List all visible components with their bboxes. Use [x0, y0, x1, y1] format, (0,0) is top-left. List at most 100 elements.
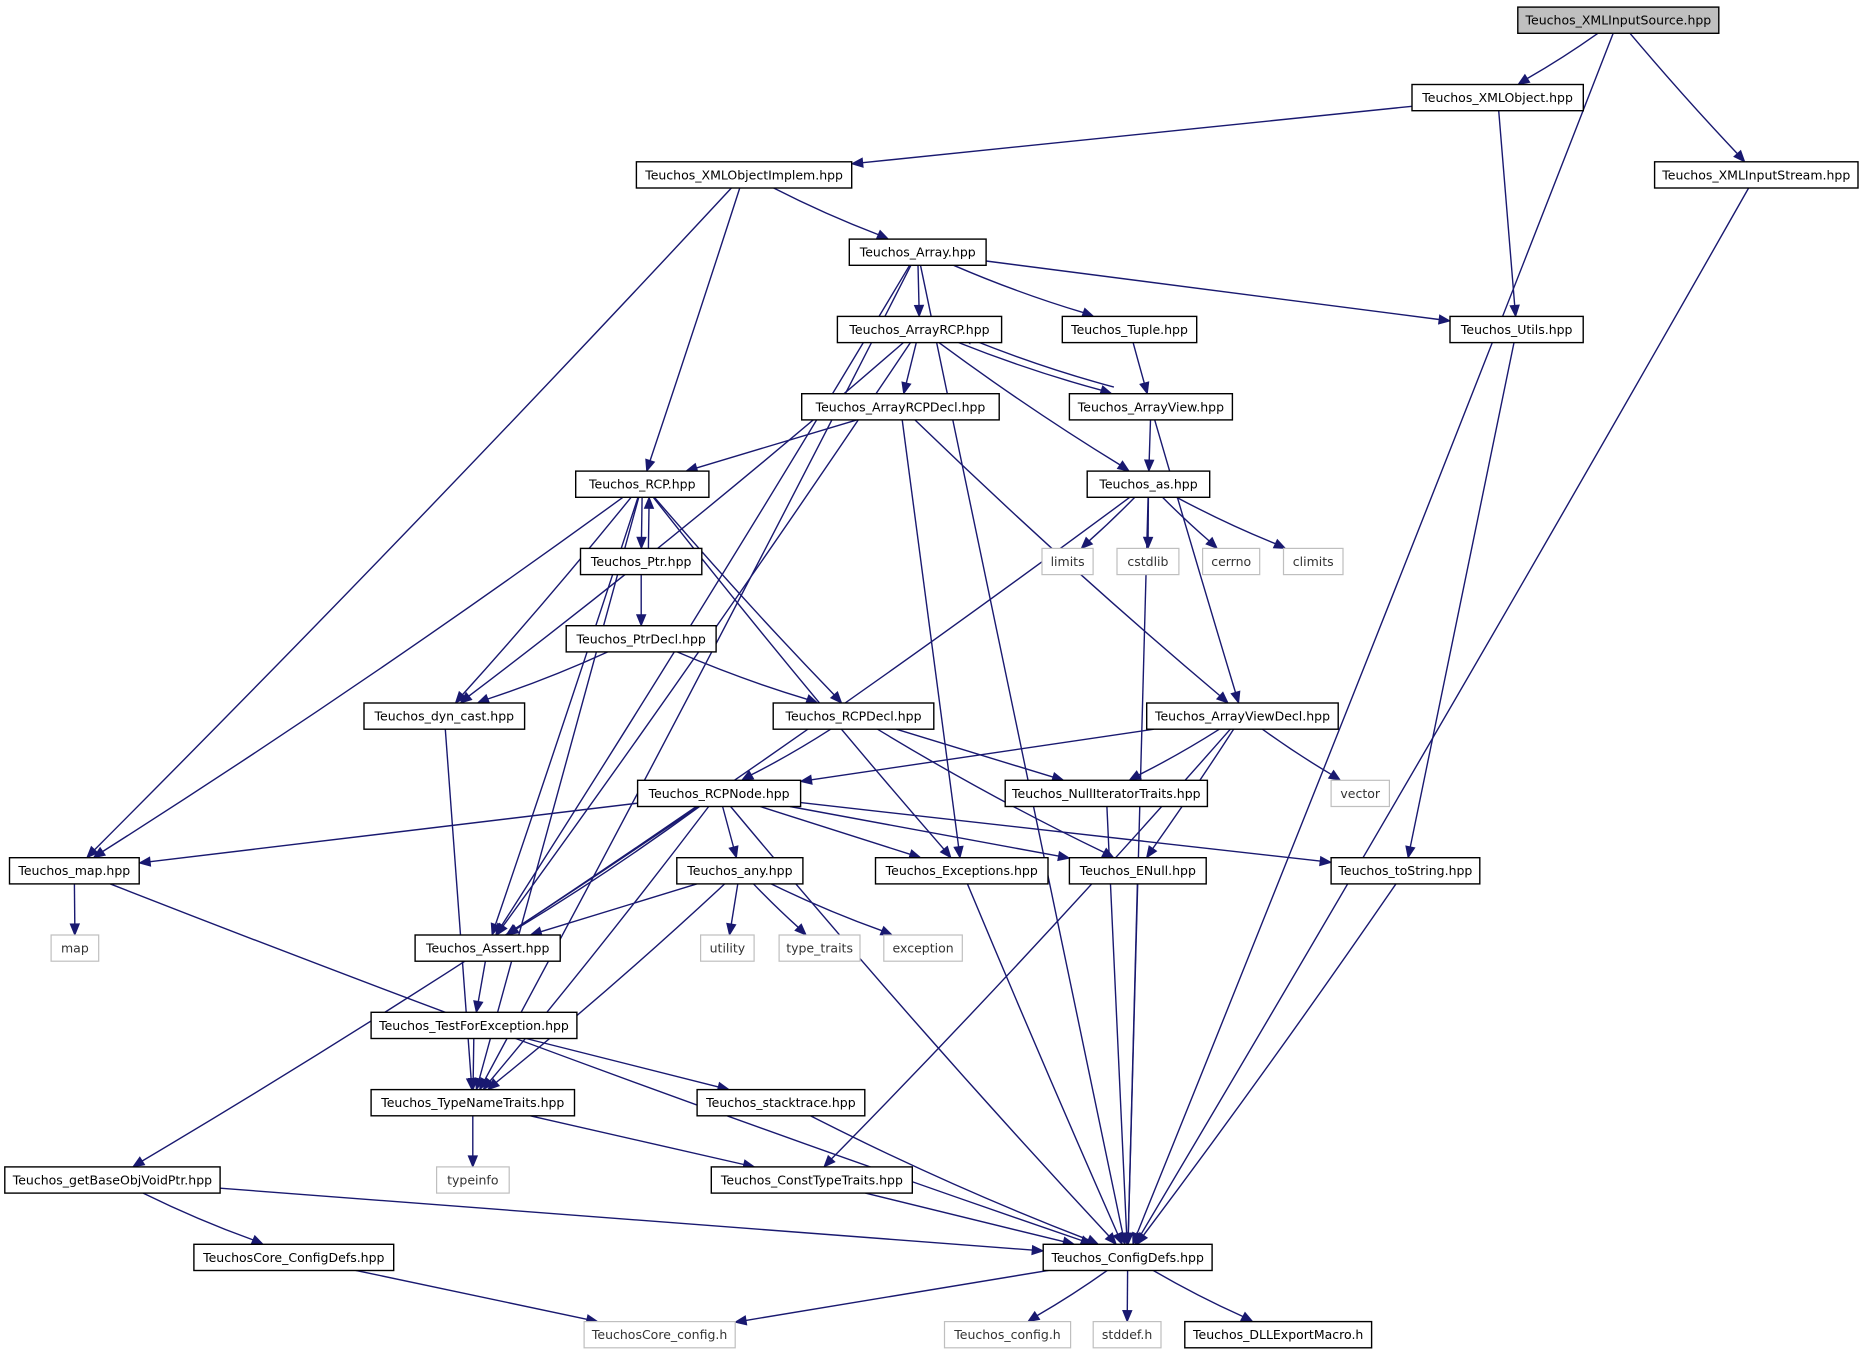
- node-teuchos-consttypetraits-hpp[interactable]: Teuchos_ConstTypeTraits.hpp: [710, 1166, 913, 1194]
- node-cstdlib: cstdlib: [1116, 547, 1180, 576]
- node-teuchos-arrayview-hpp[interactable]: Teuchos_ArrayView.hpp: [1068, 393, 1234, 421]
- node-label: Teuchos_config.h: [953, 1327, 1060, 1342]
- arrowhead-rcp-to-assert: [490, 922, 501, 937]
- node-box[interactable]: [1004, 779, 1209, 808]
- edge-xmlobjimpl-to-rcp: [649, 187, 741, 461]
- node-teuchos-arrayviewdecl-hpp[interactable]: Teuchos_ArrayViewDecl.hpp: [1145, 702, 1339, 730]
- arrowhead-arrayviewdecl-to-vector: [1327, 769, 1342, 782]
- node-teuchos-testforexception-hpp[interactable]: Teuchos_TestForException.hpp: [370, 1011, 578, 1040]
- node-teuchos-enull-hpp[interactable]: Teuchos_ENull.hpp: [1068, 857, 1207, 885]
- arrowhead-xmlobjimpl-to-array: [875, 229, 890, 240]
- node-box[interactable]: [363, 702, 526, 730]
- node-teuchos-ptrdecl-hpp[interactable]: Teuchos_PtrDecl.hpp: [565, 625, 717, 653]
- node-label: Teuchos_ConfigDefs.hpp: [1050, 1250, 1203, 1265]
- arrowhead-xmlobj-to-xmlobjimpl: [850, 157, 864, 168]
- node-teuchos-nulliteratortraits-hpp[interactable]: Teuchos_NullIteratorTraits.hpp: [1004, 779, 1209, 808]
- arrowhead-arrayviewdecl-to-rcpnode: [799, 774, 813, 785]
- node-box[interactable]: [1330, 857, 1481, 885]
- node-teuchos-typenametraits-hpp[interactable]: Teuchos_TypeNameTraits.hpp: [370, 1088, 576, 1117]
- node-teuchos-any-hpp[interactable]: Teuchos_any.hpp: [676, 857, 804, 885]
- node-box[interactable]: [1068, 393, 1234, 421]
- edge-enull-to-configdefs: [1127, 883, 1139, 1234]
- node-teuchos-xmlinputstream-hpp[interactable]: Teuchos_XMLInputStream.hpp: [1653, 161, 1859, 189]
- arrowhead-rcpnode-to-map: [137, 856, 152, 867]
- node-teuchos-as-hpp[interactable]: Teuchos_as.hpp: [1086, 470, 1211, 499]
- node-teuchos-arrayrcpdecl-hpp[interactable]: Teuchos_ArrayRCPDecl.hpp: [801, 393, 1000, 421]
- edge-configdefs-to-config: [1036, 1269, 1108, 1317]
- node-box[interactable]: [193, 1243, 395, 1272]
- node-teuchos-dllexportmacro-h[interactable]: Teuchos_DLLExportMacro.h: [1184, 1320, 1373, 1349]
- node-box[interactable]: [1184, 1320, 1373, 1349]
- node-box[interactable]: [1411, 83, 1585, 112]
- node-teuchos-tuple-hpp[interactable]: Teuchos_Tuple.hpp: [1061, 315, 1198, 344]
- node-teuchoscore-configdefs-hpp[interactable]: TeuchosCore_ConfigDefs.hpp: [193, 1243, 395, 1272]
- arrowhead-rcp-to-exceptions: [939, 845, 952, 859]
- node-box[interactable]: [1042, 1243, 1213, 1272]
- node-teuchos-rcpdecl-hpp[interactable]: Teuchos_RCPDecl.hpp: [772, 702, 935, 730]
- node-teuchos-xmlobject-hpp[interactable]: Teuchos_XMLObject.hpp: [1411, 83, 1585, 112]
- node-box[interactable]: [579, 547, 703, 576]
- node-teuchos-assert-hpp[interactable]: Teuchos_Assert.hpp: [414, 934, 561, 962]
- node-teuchos-utils-hpp[interactable]: Teuchos_Utils.hpp: [1449, 315, 1584, 344]
- arrowhead-typenametraits-to-typeinfo: [467, 1155, 479, 1169]
- edge-tuple-to-arrayview: [1132, 342, 1145, 384]
- node-box[interactable]: [370, 1011, 578, 1040]
- arrowhead-configdefs-to-config: [1026, 1310, 1041, 1323]
- node-teuchos-array-hpp[interactable]: Teuchos_Array.hpp: [848, 238, 987, 267]
- node-teuchos-xmlobjectimplem-hpp[interactable]: Teuchos_XMLObjectImplem.hpp: [635, 161, 853, 189]
- node-box[interactable]: [772, 702, 935, 730]
- node-box[interactable]: [1653, 161, 1859, 189]
- node-box[interactable]: [874, 857, 1049, 885]
- node-box[interactable]: [696, 1088, 866, 1117]
- node-box[interactable]: [1449, 315, 1584, 344]
- node-teuchos-tostring-hpp[interactable]: Teuchos_toString.hpp: [1330, 857, 1481, 885]
- node-label: typeinfo: [447, 1173, 498, 1188]
- node-box[interactable]: [1061, 315, 1198, 344]
- node-box: [583, 1320, 736, 1349]
- node-box[interactable]: [801, 393, 1000, 421]
- arrowhead-rcpdecl-to-enull: [1101, 847, 1115, 859]
- node-teuchos-getbaseobjvoidptr-hpp[interactable]: Teuchos_getBaseObjVoidPtr.hpp: [4, 1166, 221, 1194]
- arrowhead-any-to-typenametraits: [486, 1078, 501, 1091]
- node-teuchos-exceptions-hpp[interactable]: Teuchos_Exceptions.hpp: [874, 857, 1049, 885]
- node-teuchos-stacktrace-hpp[interactable]: Teuchos_stacktrace.hpp: [696, 1088, 866, 1117]
- node-box: [1201, 547, 1261, 576]
- node-box[interactable]: [565, 625, 717, 653]
- node-box[interactable]: [848, 238, 987, 267]
- arrowhead-rcp-to-rcpdecl: [829, 691, 843, 704]
- edge-arrayview-to-arrayviewdecl: [1154, 419, 1237, 693]
- node-box[interactable]: [8, 857, 140, 885]
- node-teuchos-configdefs-hpp[interactable]: Teuchos_ConfigDefs.hpp: [1042, 1243, 1213, 1272]
- node-teuchos-rcp-hpp[interactable]: Teuchos_RCP.hpp: [575, 470, 710, 499]
- edge-tostring-to-configdefs: [1142, 883, 1397, 1236]
- node-box[interactable]: [1145, 702, 1339, 730]
- node-box: [1041, 547, 1094, 576]
- node-teuchos-ptr-hpp[interactable]: Teuchos_Ptr.hpp: [579, 547, 703, 576]
- node-box[interactable]: [676, 857, 804, 885]
- node-box: [1116, 547, 1180, 576]
- node-box[interactable]: [414, 934, 561, 962]
- edge-rcpnode-to-exceptions: [759, 805, 911, 855]
- node-teuchos-map-hpp[interactable]: Teuchos_map.hpp: [8, 857, 140, 885]
- node-box[interactable]: [1068, 857, 1207, 885]
- node-box[interactable]: [635, 161, 853, 189]
- node-box[interactable]: [1086, 470, 1211, 499]
- edge-assert-to-testforexc: [477, 960, 487, 1002]
- node-box: [883, 934, 963, 962]
- edge-configdefs-to-dllexport: [1152, 1269, 1244, 1318]
- node-label: TeuchosCore_config.h: [591, 1327, 727, 1342]
- node-teuchos-rcpnode-hpp[interactable]: Teuchos_RCPNode.hpp: [636, 779, 802, 808]
- node-box[interactable]: [575, 470, 710, 499]
- node-box[interactable]: [710, 1166, 913, 1194]
- edge-rcpnode-to-typenametraits: [489, 806, 710, 1082]
- arrowhead-arrayrcpdecl-to-exceptions: [953, 845, 964, 860]
- node-teuchos-dyn-cast-hpp[interactable]: Teuchos_dyn_cast.hpp: [363, 702, 526, 730]
- edge-array-to-assert: [501, 264, 911, 926]
- node-box[interactable]: [836, 315, 1003, 344]
- node-box[interactable]: [636, 779, 802, 808]
- node-box[interactable]: [370, 1088, 576, 1117]
- arrowhead-as-to-cerrno: [1205, 536, 1219, 550]
- node-teuchos-arrayrcp-hpp[interactable]: Teuchos_ArrayRCP.hpp: [836, 315, 1003, 344]
- node-box[interactable]: [4, 1166, 221, 1194]
